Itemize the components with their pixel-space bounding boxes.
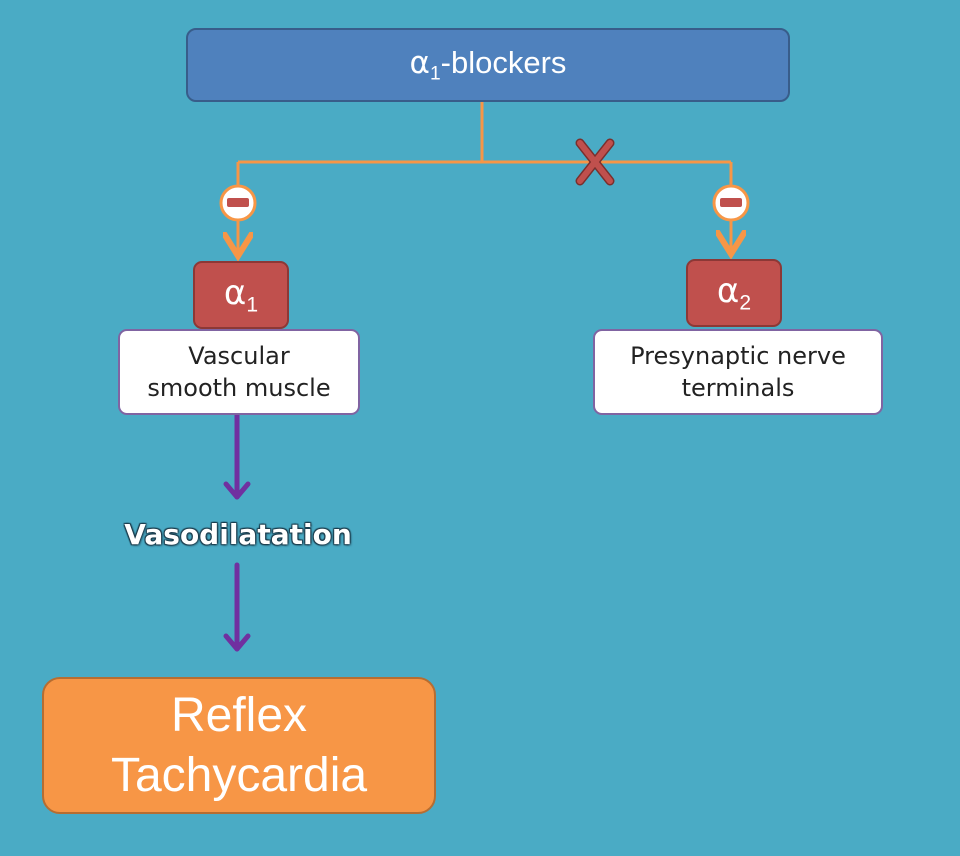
tissue-left-line2: smooth muscle — [147, 374, 331, 402]
branch-connector — [238, 102, 731, 250]
effect-label: Vasodilatation — [124, 518, 352, 551]
cross-icon — [575, 138, 615, 186]
vascular-smooth-muscle-box: Vascular smooth muscle — [118, 329, 360, 415]
minus-circle-icon — [712, 184, 750, 222]
receptor-alpha2-label: α2 — [716, 270, 752, 315]
arrow-down-icon — [223, 412, 251, 500]
receptor-alpha1-label: α1 — [223, 272, 259, 317]
drug-class-box: α1-blockers — [186, 28, 790, 102]
outcome-box: Reflex Tachycardia — [42, 677, 436, 814]
tissue-right-line2: terminals — [681, 374, 795, 402]
tissue-right-line1: Presynaptic nerve — [630, 341, 846, 370]
outcome-line1: Reflex — [170, 688, 308, 742]
receptor-alpha2-box: α2 — [686, 259, 782, 327]
presynaptic-terminals-box: Presynaptic nerve terminals — [593, 329, 883, 415]
arrow-down-icon — [223, 562, 251, 652]
minus-circle-icon — [219, 184, 257, 222]
tissue-left-line1: Vascular — [188, 341, 290, 370]
drug-class-label: α1-blockers — [409, 44, 567, 85]
receptor-alpha1-box: α1 — [193, 261, 289, 329]
outcome-line2: Tachycardia — [110, 748, 368, 802]
